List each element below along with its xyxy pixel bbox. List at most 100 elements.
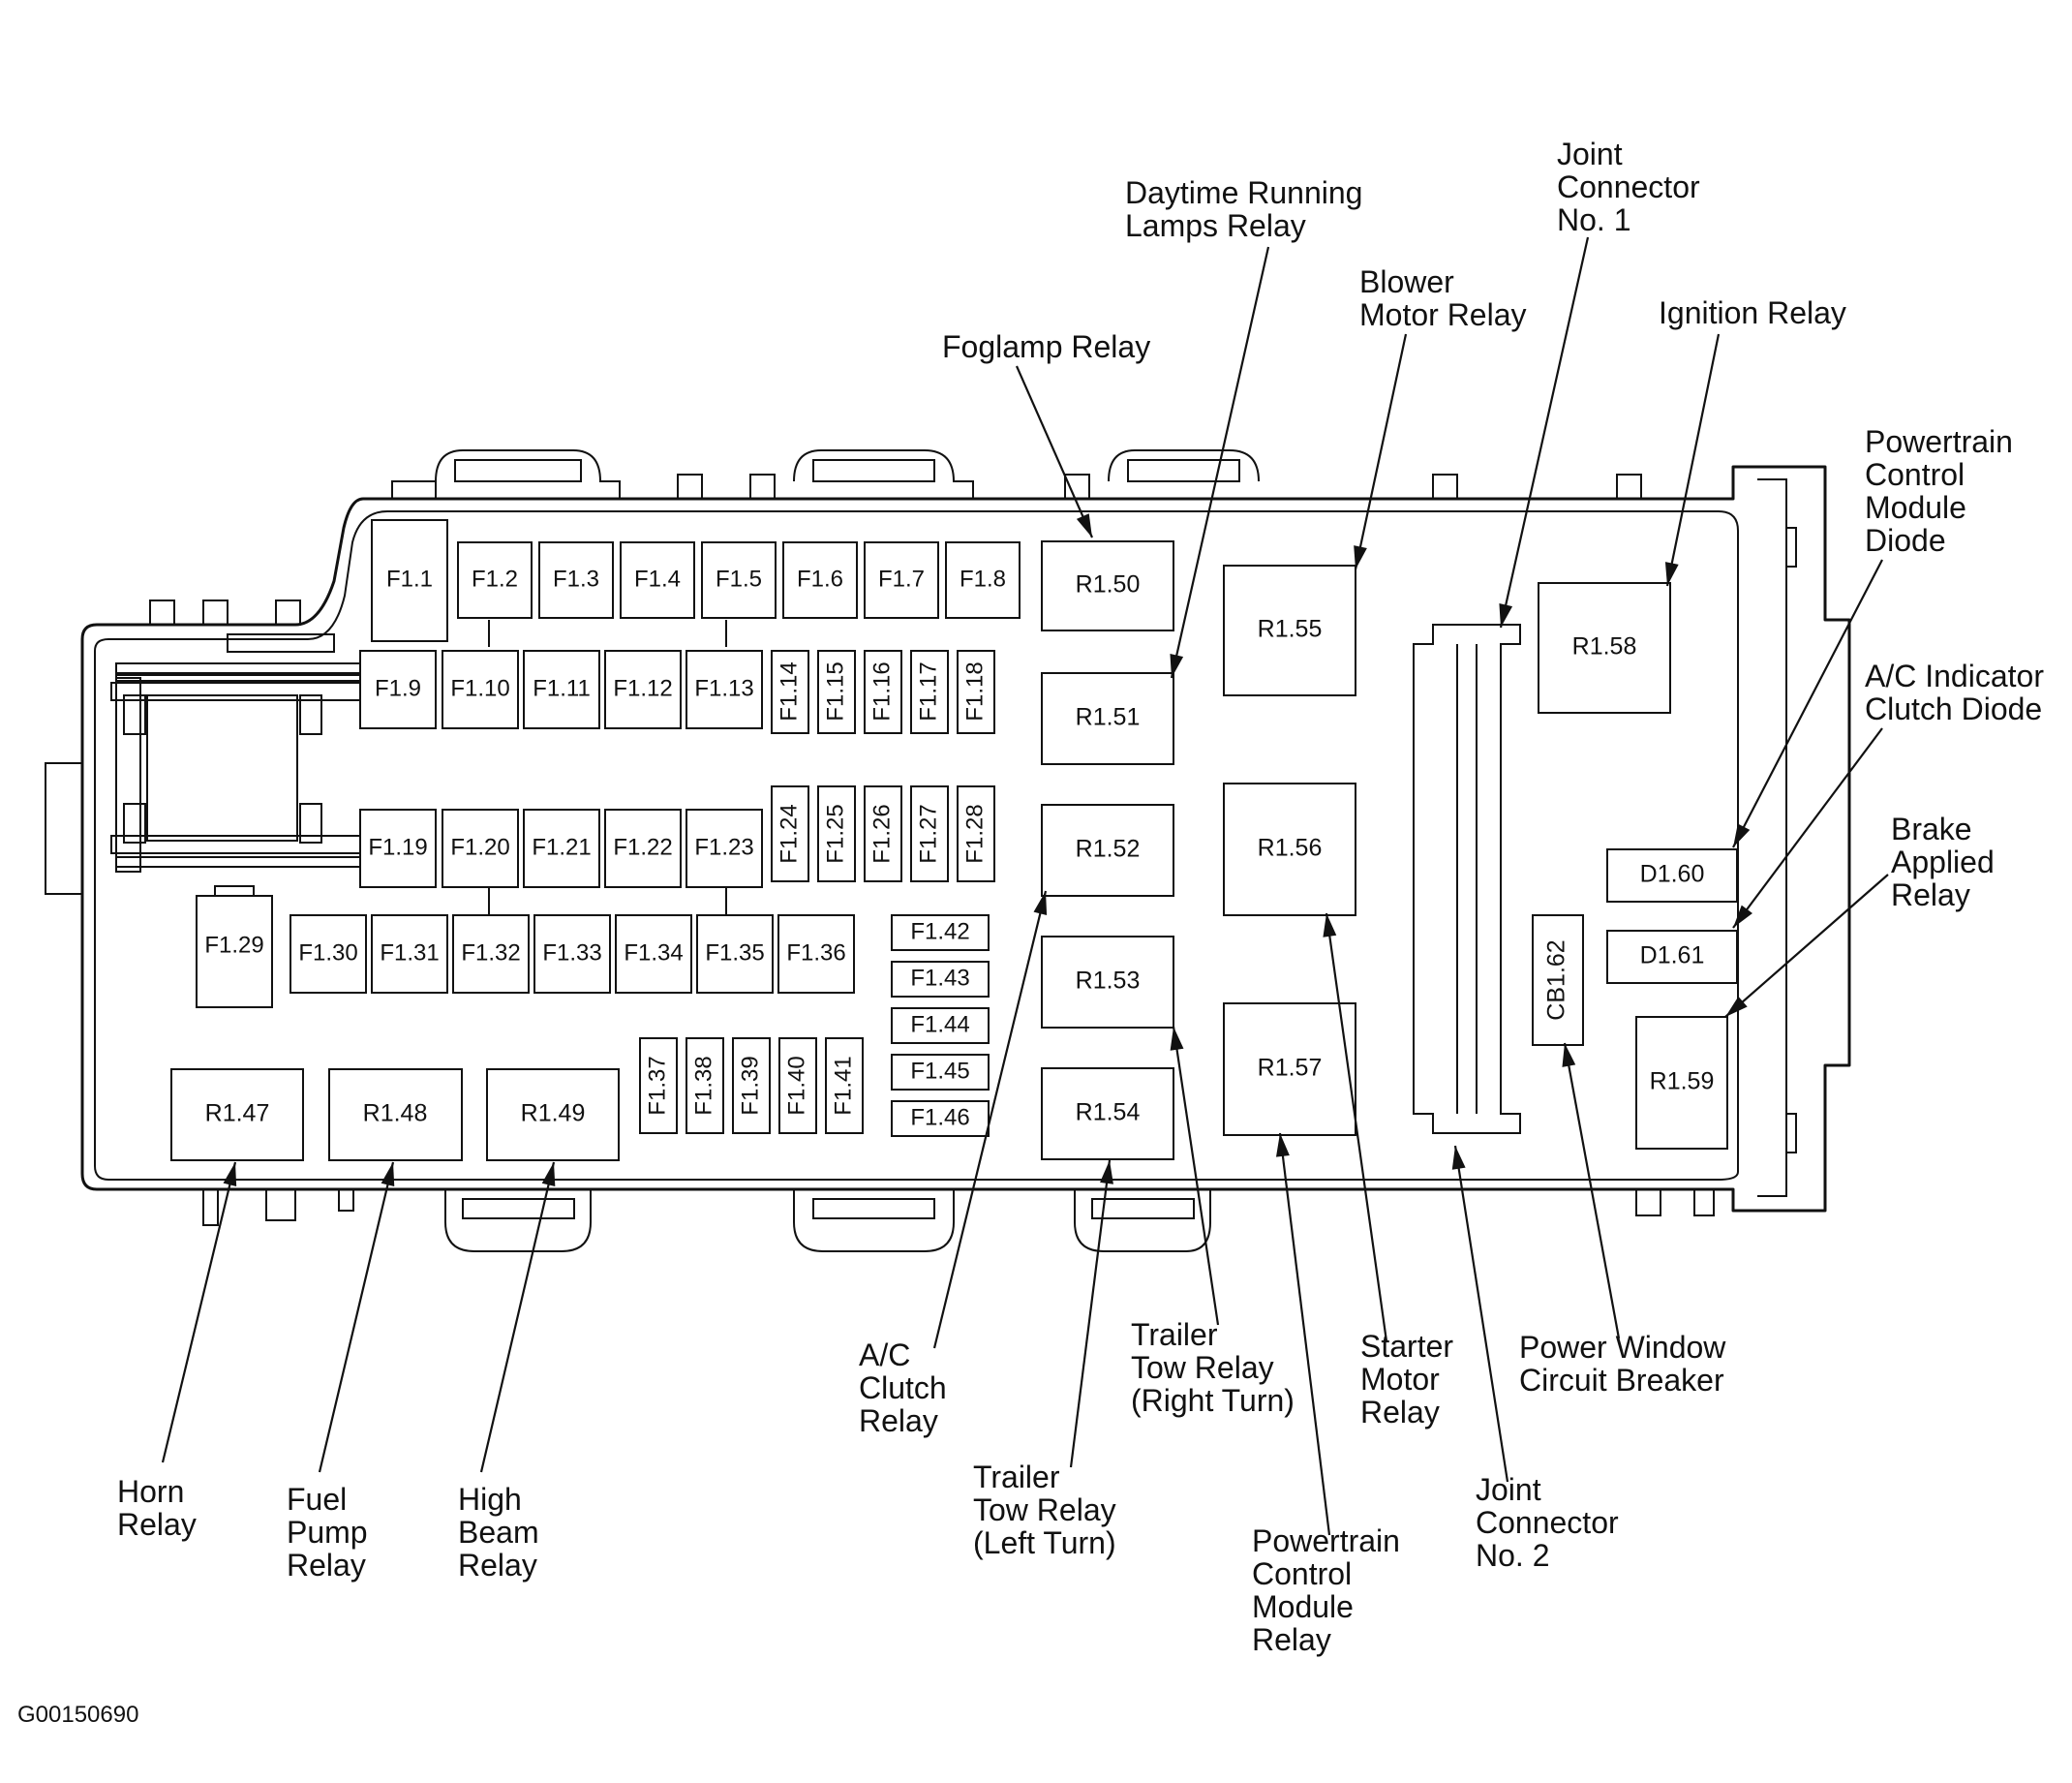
- callout-pcm-diode: Powertrain Control Module Diode: [1865, 424, 2022, 558]
- leader-high-beam-relay: [479, 1161, 556, 1473]
- relay-R1.56: R1.56: [1223, 783, 1356, 916]
- svg-text:R1.56: R1.56: [1258, 835, 1323, 862]
- svg-text:F1.38: F1.38: [690, 1056, 716, 1115]
- svg-text:R1.58: R1.58: [1572, 633, 1637, 661]
- svg-text:R1.59: R1.59: [1650, 1068, 1715, 1095]
- fuse-F1.14: F1.14: [771, 650, 809, 734]
- svg-text:F1.34: F1.34: [624, 939, 683, 966]
- svg-text:F1.19: F1.19: [368, 834, 427, 860]
- fuse-F1.2: F1.2: [457, 541, 533, 619]
- callout-foglamp-relay: Foglamp Relay: [942, 329, 1150, 364]
- svg-text:F1.22: F1.22: [613, 834, 672, 860]
- fuse-F1.33: F1.33: [533, 914, 611, 994]
- svg-text:F1.17: F1.17: [915, 661, 941, 721]
- breaker-CB1.62: CB1.62: [1532, 914, 1584, 1046]
- relay-R1.58: R1.58: [1538, 582, 1671, 714]
- fuse-F1.45: F1.45: [891, 1054, 990, 1091]
- fuse-F1.15: F1.15: [817, 650, 856, 734]
- relay-R1.50: R1.50: [1041, 540, 1174, 631]
- svg-text:F1.41: F1.41: [830, 1056, 856, 1115]
- diode-D1.61: D1.61: [1606, 930, 1738, 984]
- svg-text:F1.44: F1.44: [910, 1011, 969, 1037]
- svg-text:R1.47: R1.47: [205, 1100, 270, 1127]
- leader-trailer-tow-right: [1170, 1026, 1220, 1326]
- relay-R1.53: R1.53: [1041, 936, 1174, 1029]
- svg-text:F1.40: F1.40: [783, 1056, 809, 1115]
- leader-trailer-tow-left: [1069, 1159, 1113, 1468]
- svg-text:F1.23: F1.23: [694, 834, 753, 860]
- svg-text:F1.12: F1.12: [613, 675, 672, 701]
- svg-text:F1.30: F1.30: [298, 939, 357, 966]
- fuse-F1.20: F1.20: [442, 809, 519, 888]
- svg-text:R1.49: R1.49: [521, 1100, 586, 1127]
- callout-ignition-relay: Ignition Relay: [1659, 295, 1846, 330]
- svg-text:R1.48: R1.48: [363, 1100, 428, 1127]
- callout-horn-relay: Horn Relay: [117, 1474, 197, 1542]
- fuse-F1.1: F1.1: [371, 519, 448, 642]
- fuse-F1.13: F1.13: [686, 650, 763, 729]
- relay-R1.47: R1.47: [170, 1068, 304, 1161]
- fuse-F1.36: F1.36: [777, 914, 855, 994]
- svg-text:R1.51: R1.51: [1076, 704, 1141, 731]
- svg-text:F1.15: F1.15: [822, 661, 848, 721]
- figure-code: G00150690: [17, 1702, 138, 1728]
- fuse-F1.41: F1.41: [825, 1037, 864, 1134]
- svg-text:F1.39: F1.39: [737, 1056, 763, 1115]
- fuse-F1.21: F1.21: [523, 809, 600, 888]
- components-layer: F1.1 F1.2 F1.3 F1.4 F1.5 F1.6 F1.7 F1.8 …: [170, 519, 1738, 1161]
- fuse-F1.24: F1.24: [771, 785, 809, 882]
- callout-ac-clutch-relay: A/C Clutch Relay: [859, 1337, 956, 1438]
- relay-R1.59: R1.59: [1635, 1016, 1728, 1150]
- fuse-F1.25: F1.25: [817, 785, 856, 882]
- diode-D1.60: D1.60: [1606, 848, 1738, 903]
- fuse-F1.37: F1.37: [639, 1037, 678, 1134]
- svg-text:F1.27: F1.27: [915, 804, 941, 863]
- callout-blower-motor-relay: Blower Motor Relay: [1359, 264, 1527, 332]
- leader-pcm-diode: [1732, 559, 1883, 848]
- callout-trailer-tow-left: Trailer Tow Relay (Left Turn): [973, 1460, 1125, 1560]
- fuse-F1.23: F1.23: [686, 809, 763, 888]
- fuse-F1.27: F1.27: [910, 785, 949, 882]
- fuse-F1.31: F1.31: [371, 914, 448, 994]
- callout-trailer-tow-right: Trailer Tow Relay (Right Turn): [1131, 1317, 1295, 1418]
- fuse-F1.7: F1.7: [864, 541, 939, 619]
- svg-text:F1.18: F1.18: [961, 661, 988, 721]
- svg-text:F1.7: F1.7: [878, 566, 925, 592]
- leader-fuel-pump-relay: [318, 1161, 395, 1473]
- svg-text:F1.36: F1.36: [786, 939, 845, 966]
- leader-blower-motor-relay: [1354, 333, 1408, 570]
- svg-text:F1.11: F1.11: [533, 675, 591, 701]
- fuse-F1.34: F1.34: [615, 914, 692, 994]
- fuse-F1.35: F1.35: [696, 914, 774, 994]
- relay-R1.52: R1.52: [1041, 804, 1174, 897]
- svg-text:F1.3: F1.3: [553, 566, 599, 592]
- relay-R1.54: R1.54: [1041, 1067, 1174, 1160]
- svg-text:F1.45: F1.45: [910, 1058, 969, 1084]
- svg-text:F1.42: F1.42: [910, 918, 969, 944]
- fuse-F1.11: F1.11: [523, 650, 600, 729]
- fuse-F1.4: F1.4: [620, 541, 695, 619]
- fuse-F1.29: F1.29: [196, 895, 273, 1008]
- leader-power-window-circuit-breaker: [1562, 1042, 1621, 1339]
- fuse-F1.9: F1.9: [359, 650, 437, 729]
- callout-brake-applied-relay: Brake Applied Relay: [1891, 812, 2003, 912]
- svg-text:F1.43: F1.43: [910, 965, 969, 991]
- svg-text:F1.8: F1.8: [960, 566, 1006, 592]
- fuse-F1.44: F1.44: [891, 1007, 990, 1044]
- svg-text:F1.29: F1.29: [204, 932, 263, 958]
- svg-text:D1.61: D1.61: [1640, 942, 1705, 969]
- fuse-F1.26: F1.26: [864, 785, 902, 882]
- svg-text:F1.20: F1.20: [450, 834, 509, 860]
- svg-text:F1.32: F1.32: [461, 939, 520, 966]
- fuse-F1.18: F1.18: [957, 650, 995, 734]
- leader-ignition-relay: [1664, 333, 1721, 587]
- relay-R1.48: R1.48: [328, 1068, 463, 1161]
- leader-ac-indicator-clutch-diode: [1732, 727, 1883, 929]
- svg-text:D1.60: D1.60: [1640, 861, 1705, 888]
- leader-joint-connector-2: [1451, 1145, 1509, 1483]
- callout-high-beam-relay: High Beam Relay: [458, 1482, 547, 1583]
- fuse-F1.30: F1.30: [289, 914, 367, 994]
- fuse-F1.39: F1.39: [732, 1037, 771, 1134]
- svg-text:F1.5: F1.5: [716, 566, 762, 592]
